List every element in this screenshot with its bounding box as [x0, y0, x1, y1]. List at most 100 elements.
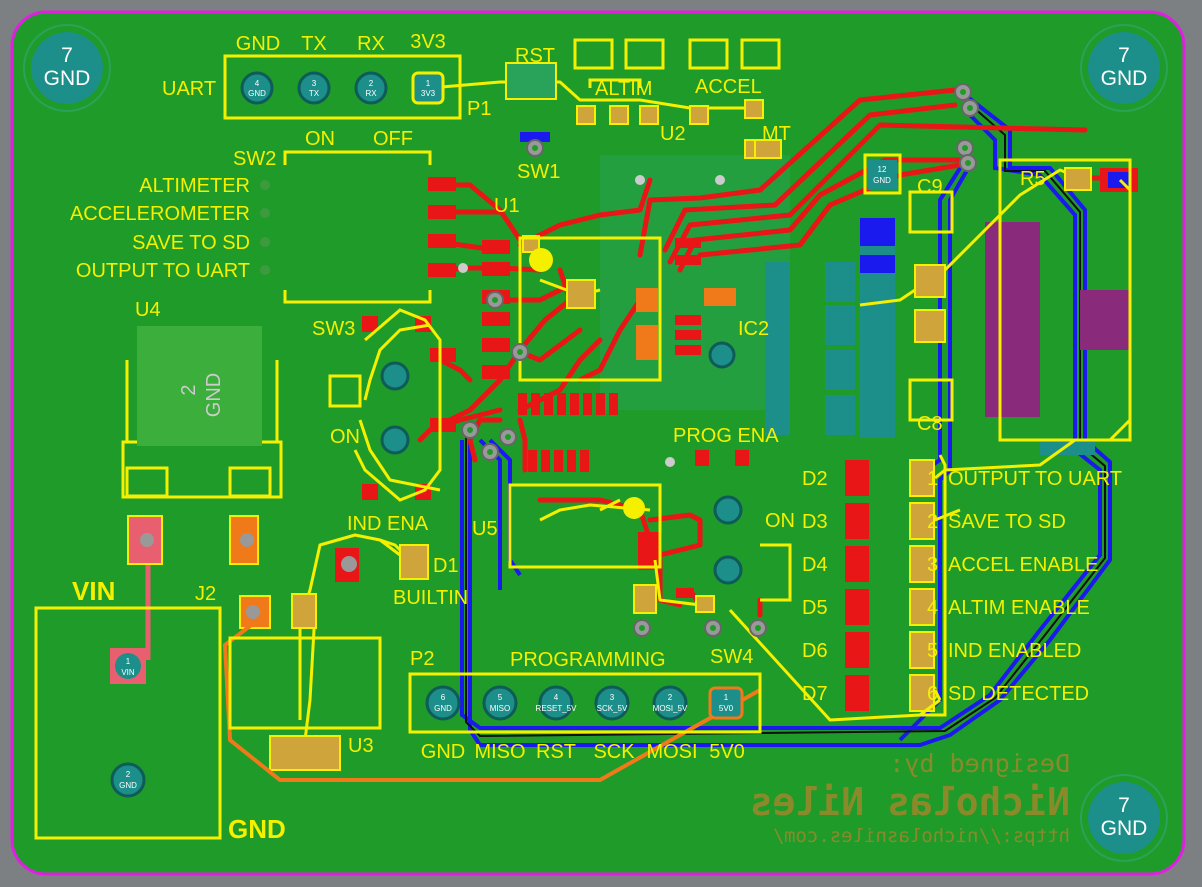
prog-pin-label-rst: RST: [536, 741, 576, 763]
prog-pad3-num: 3: [610, 693, 615, 702]
gnd-pad-net: GND: [119, 781, 137, 790]
p2-label: P2: [410, 648, 434, 670]
u3-label: U3: [348, 735, 374, 757]
led-pads: [845, 459, 935, 712]
vin-pad-net: VIN: [121, 668, 135, 677]
credit-line1: Designed by:: [889, 749, 1070, 778]
uart-pin-label-rx: RX: [357, 33, 385, 55]
u4-pad-net: GND: [203, 373, 225, 417]
mh3-net: GND: [1101, 817, 1148, 840]
programming-label: PROGRAMMING: [510, 649, 666, 671]
altim-label: ALTIM: [595, 78, 652, 100]
d4-designator: D4: [802, 554, 828, 576]
mh1-net: GND: [44, 67, 91, 90]
power-connector: 1 VIN 2 GND: [110, 648, 146, 798]
mid-layer-regions: [600, 155, 1130, 455]
vin-pad-num: 1: [126, 657, 131, 666]
pin1-marker-u1: [529, 248, 553, 272]
vin-label: VIN: [72, 576, 115, 606]
uart-pin-label-3v3: 3V3: [410, 31, 446, 53]
sw2-label-output-to-uart: OUTPUT TO UART: [76, 260, 250, 282]
u2-label: U2: [660, 123, 686, 145]
sw4-label: SW4: [710, 646, 753, 668]
prog-pad1-num: 1: [724, 693, 729, 702]
d4-label: ACCEL ENABLE: [948, 554, 1098, 576]
ic2-label: IC2: [738, 318, 769, 340]
prog-pad4-net: RESET_5V: [536, 704, 578, 713]
uart-pad2-num: 2: [369, 79, 374, 88]
c10-hole: [246, 605, 260, 619]
silk-labels: GND TX RX 3V3 UART P1 SW2 ON OFF ALTIMET…: [70, 31, 1046, 844]
mh2-net: GND: [1101, 67, 1148, 90]
mh1-num: 7: [61, 44, 73, 67]
sw2-designator: SW2: [233, 148, 276, 170]
prog-ena-label: PROG ENA: [673, 425, 779, 447]
uart-pad4-num: 4: [255, 79, 260, 88]
gnd-test-net: GND: [873, 176, 891, 185]
gnd-pad-num: 2: [126, 770, 131, 779]
builtin-label: BUILTIN: [393, 587, 468, 609]
prog-pad1-net: 5V0: [719, 704, 734, 713]
rst-label: RST: [515, 45, 555, 67]
u4-ground-pad: [137, 326, 262, 446]
prog-pad6-net: GND: [434, 704, 452, 713]
sw2-off: OFF: [373, 128, 413, 150]
mh2-num: 7: [1118, 44, 1130, 67]
sw1-label: SW1: [517, 161, 560, 183]
sw2-label-save-to-sd: SAVE TO SD: [132, 232, 250, 254]
d5-designator: D5: [802, 597, 828, 619]
bottom-copper-dark: [465, 99, 1106, 738]
led-labels: D2 1 OUTPUT TO UART D3 2 SAVE TO SD D4 3…: [802, 468, 1122, 705]
uart-pad3-net: TX: [309, 89, 320, 98]
accel-label: ACCEL: [695, 76, 762, 98]
credit-back-silk: Designed by: Nicholas Niles https://nich…: [750, 749, 1070, 847]
d2-designator: D2: [802, 468, 828, 490]
sw2-label-accelerometer: ACCELEROMETER: [70, 203, 250, 225]
uart-pad3-num: 3: [312, 79, 317, 88]
sw3-on-label: ON: [330, 426, 360, 448]
prog-pad5-num: 5: [498, 693, 503, 702]
mh3-num: 7: [1118, 794, 1130, 817]
prog-pad2-net: MOSI_5V: [653, 704, 688, 713]
r5-label: R5: [1020, 168, 1046, 190]
d3-num: 2: [927, 511, 938, 533]
d7-designator: D7: [802, 683, 828, 705]
p1-designator: P1: [467, 98, 491, 120]
d5-num: 4: [927, 597, 938, 619]
uart-pad2-net: RX: [365, 89, 377, 98]
vias: [260, 83, 979, 637]
j2b-hole: [240, 533, 254, 547]
prog-pin-label-5v0: 5V0: [709, 741, 745, 763]
j2-hole: [140, 533, 154, 547]
ind-ena-label: IND ENA: [347, 513, 429, 535]
uart-pin-label-tx: TX: [301, 33, 327, 55]
uart-label: UART: [162, 78, 216, 100]
d7-label: SD DETECTED: [948, 683, 1089, 705]
prog-pad3-net: SCK_5V: [597, 704, 628, 713]
switch-holes: [380, 341, 743, 585]
uart-pad4-net: GND: [248, 89, 266, 98]
pin1-marker-u5: [623, 497, 645, 519]
uart-pad1-num: 1: [426, 79, 431, 88]
d3-label: SAVE TO SD: [948, 511, 1066, 533]
d1-label: D1: [433, 555, 459, 577]
u4-pad-num: 2: [178, 384, 200, 395]
prog-pad2-num: 2: [668, 693, 673, 702]
mounting-hole-bottom-right: 7 GND: [1080, 774, 1168, 862]
prog-pin-label-miso: MISO: [474, 741, 525, 763]
j2-label: J2: [195, 583, 216, 605]
gnd-test-pad: 12 GND: [867, 160, 897, 190]
d6-num: 5: [927, 640, 938, 662]
prog-pin-label-gnd: GND: [421, 741, 465, 763]
credit-line3: https://nicholasniles.com/: [773, 825, 1070, 847]
d2-label: OUTPUT TO UART: [948, 468, 1122, 490]
mounting-hole-top-left: 7 GND: [23, 24, 111, 112]
sw2-label-altimeter: ALTIMETER: [139, 175, 250, 197]
sw4-on-label: ON: [765, 510, 795, 532]
sw2-on: ON: [305, 128, 335, 150]
d1-hole: [341, 556, 357, 572]
d3-designator: D3: [802, 511, 828, 533]
c8-label: C8: [917, 413, 943, 435]
u5-label: U5: [472, 518, 498, 540]
